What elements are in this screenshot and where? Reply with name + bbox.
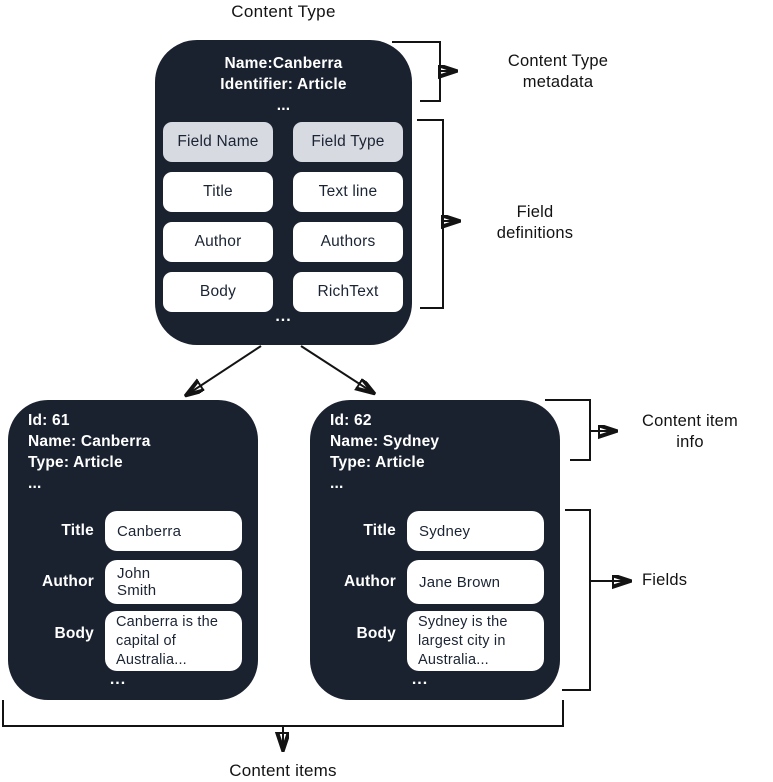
item-type: Type: Article	[330, 454, 425, 471]
author-field-label: Author	[42, 573, 94, 590]
content-type-metadata-block: Name:Canberra Identifier: Article ...	[155, 53, 412, 116]
field-title-name-pill: Title	[163, 172, 273, 212]
item-name: Name: Canberra	[28, 433, 151, 450]
content-type-name: Name:Canberra	[224, 55, 343, 72]
annotation-content-type-metadata: Content Type metadata	[507, 52, 609, 91]
title-field-value: Sydney	[407, 511, 544, 551]
bracket-fields	[562, 509, 591, 691]
author-field-value: Jane Brown	[407, 560, 544, 604]
author-field-label: Author	[344, 573, 396, 590]
content-type-box: Name:Canberra Identifier: Article ... Fi…	[155, 40, 412, 345]
title-field-label: Title	[61, 522, 94, 539]
arrow-to-item-canberra	[188, 345, 262, 394]
field-body-type-pill: RichText	[293, 272, 403, 312]
item-info-block: Id: 61 Name: Canberra Type: Article ...	[28, 410, 151, 494]
author-field-text: John Smith	[117, 565, 157, 599]
title-field-value: Canberra	[105, 511, 242, 551]
field-grid-ellipsis: ...	[275, 308, 292, 325]
item-id: Id: 61	[28, 412, 70, 429]
item-info-block: Id: 62 Name: Sydney Type: Article ...	[330, 410, 439, 494]
title-field-text: Canberra	[117, 522, 182, 540]
bracket-field-definitions	[417, 119, 444, 309]
annotation-field-definitions: Field definitions	[496, 203, 574, 242]
annotation-content-items: Content items	[229, 761, 337, 780]
field-author-type-pill: Authors	[293, 222, 403, 262]
item-id: Id: 62	[330, 412, 372, 429]
content-item-box-canberra: Id: 61 Name: Canberra Type: Article ... …	[8, 400, 258, 700]
body-field-value: Sydney is the largest city in Australia.…	[407, 611, 544, 671]
body-field-value: Canberra is the capital of Australia...	[105, 611, 242, 671]
item-type: Type: Article	[28, 454, 123, 471]
item-fields-ellipsis: ...	[109, 671, 127, 688]
arrow-to-item-sydney	[300, 345, 372, 392]
bracket-content-items	[2, 700, 564, 727]
field-name-header-pill: Field Name	[163, 122, 273, 162]
author-field-text: Jane Brown	[419, 573, 501, 591]
field-type-header-pill: Field Type	[293, 122, 403, 162]
annotation-fields: Fields	[642, 571, 688, 589]
item-fields-ellipsis: ...	[411, 671, 429, 688]
content-type-identifier: Identifier: Article	[220, 76, 347, 93]
title-field-label: Title	[363, 522, 396, 539]
body-field-label: Body	[356, 624, 396, 642]
body-field-label: Body	[54, 624, 94, 642]
content-type-meta-ellipsis: ...	[276, 97, 291, 114]
diagram-title: Content Type	[231, 2, 336, 21]
content-item-box-sydney: Id: 62 Name: Sydney Type: Article ... Ti…	[310, 400, 560, 700]
field-body-name-pill: Body	[163, 272, 273, 312]
body-field-text: Canberra is the capital of Australia...	[116, 614, 219, 668]
author-field-value: John Smith	[105, 560, 242, 604]
item-info-ellipsis: ...	[330, 475, 344, 492]
title-field-text: Sydney	[419, 522, 471, 540]
item-info-ellipsis: ...	[28, 475, 42, 492]
body-field-text: Sydney is the largest city in Australia.…	[418, 614, 508, 668]
field-author-name-pill: Author	[163, 222, 273, 262]
field-title-type-pill: Text line	[293, 172, 403, 212]
item-name: Name: Sydney	[330, 433, 440, 450]
annotation-content-item-info: Content item info	[642, 412, 738, 451]
field-definitions-grid: Field Name Field Type Title Text line Au…	[163, 122, 403, 312]
